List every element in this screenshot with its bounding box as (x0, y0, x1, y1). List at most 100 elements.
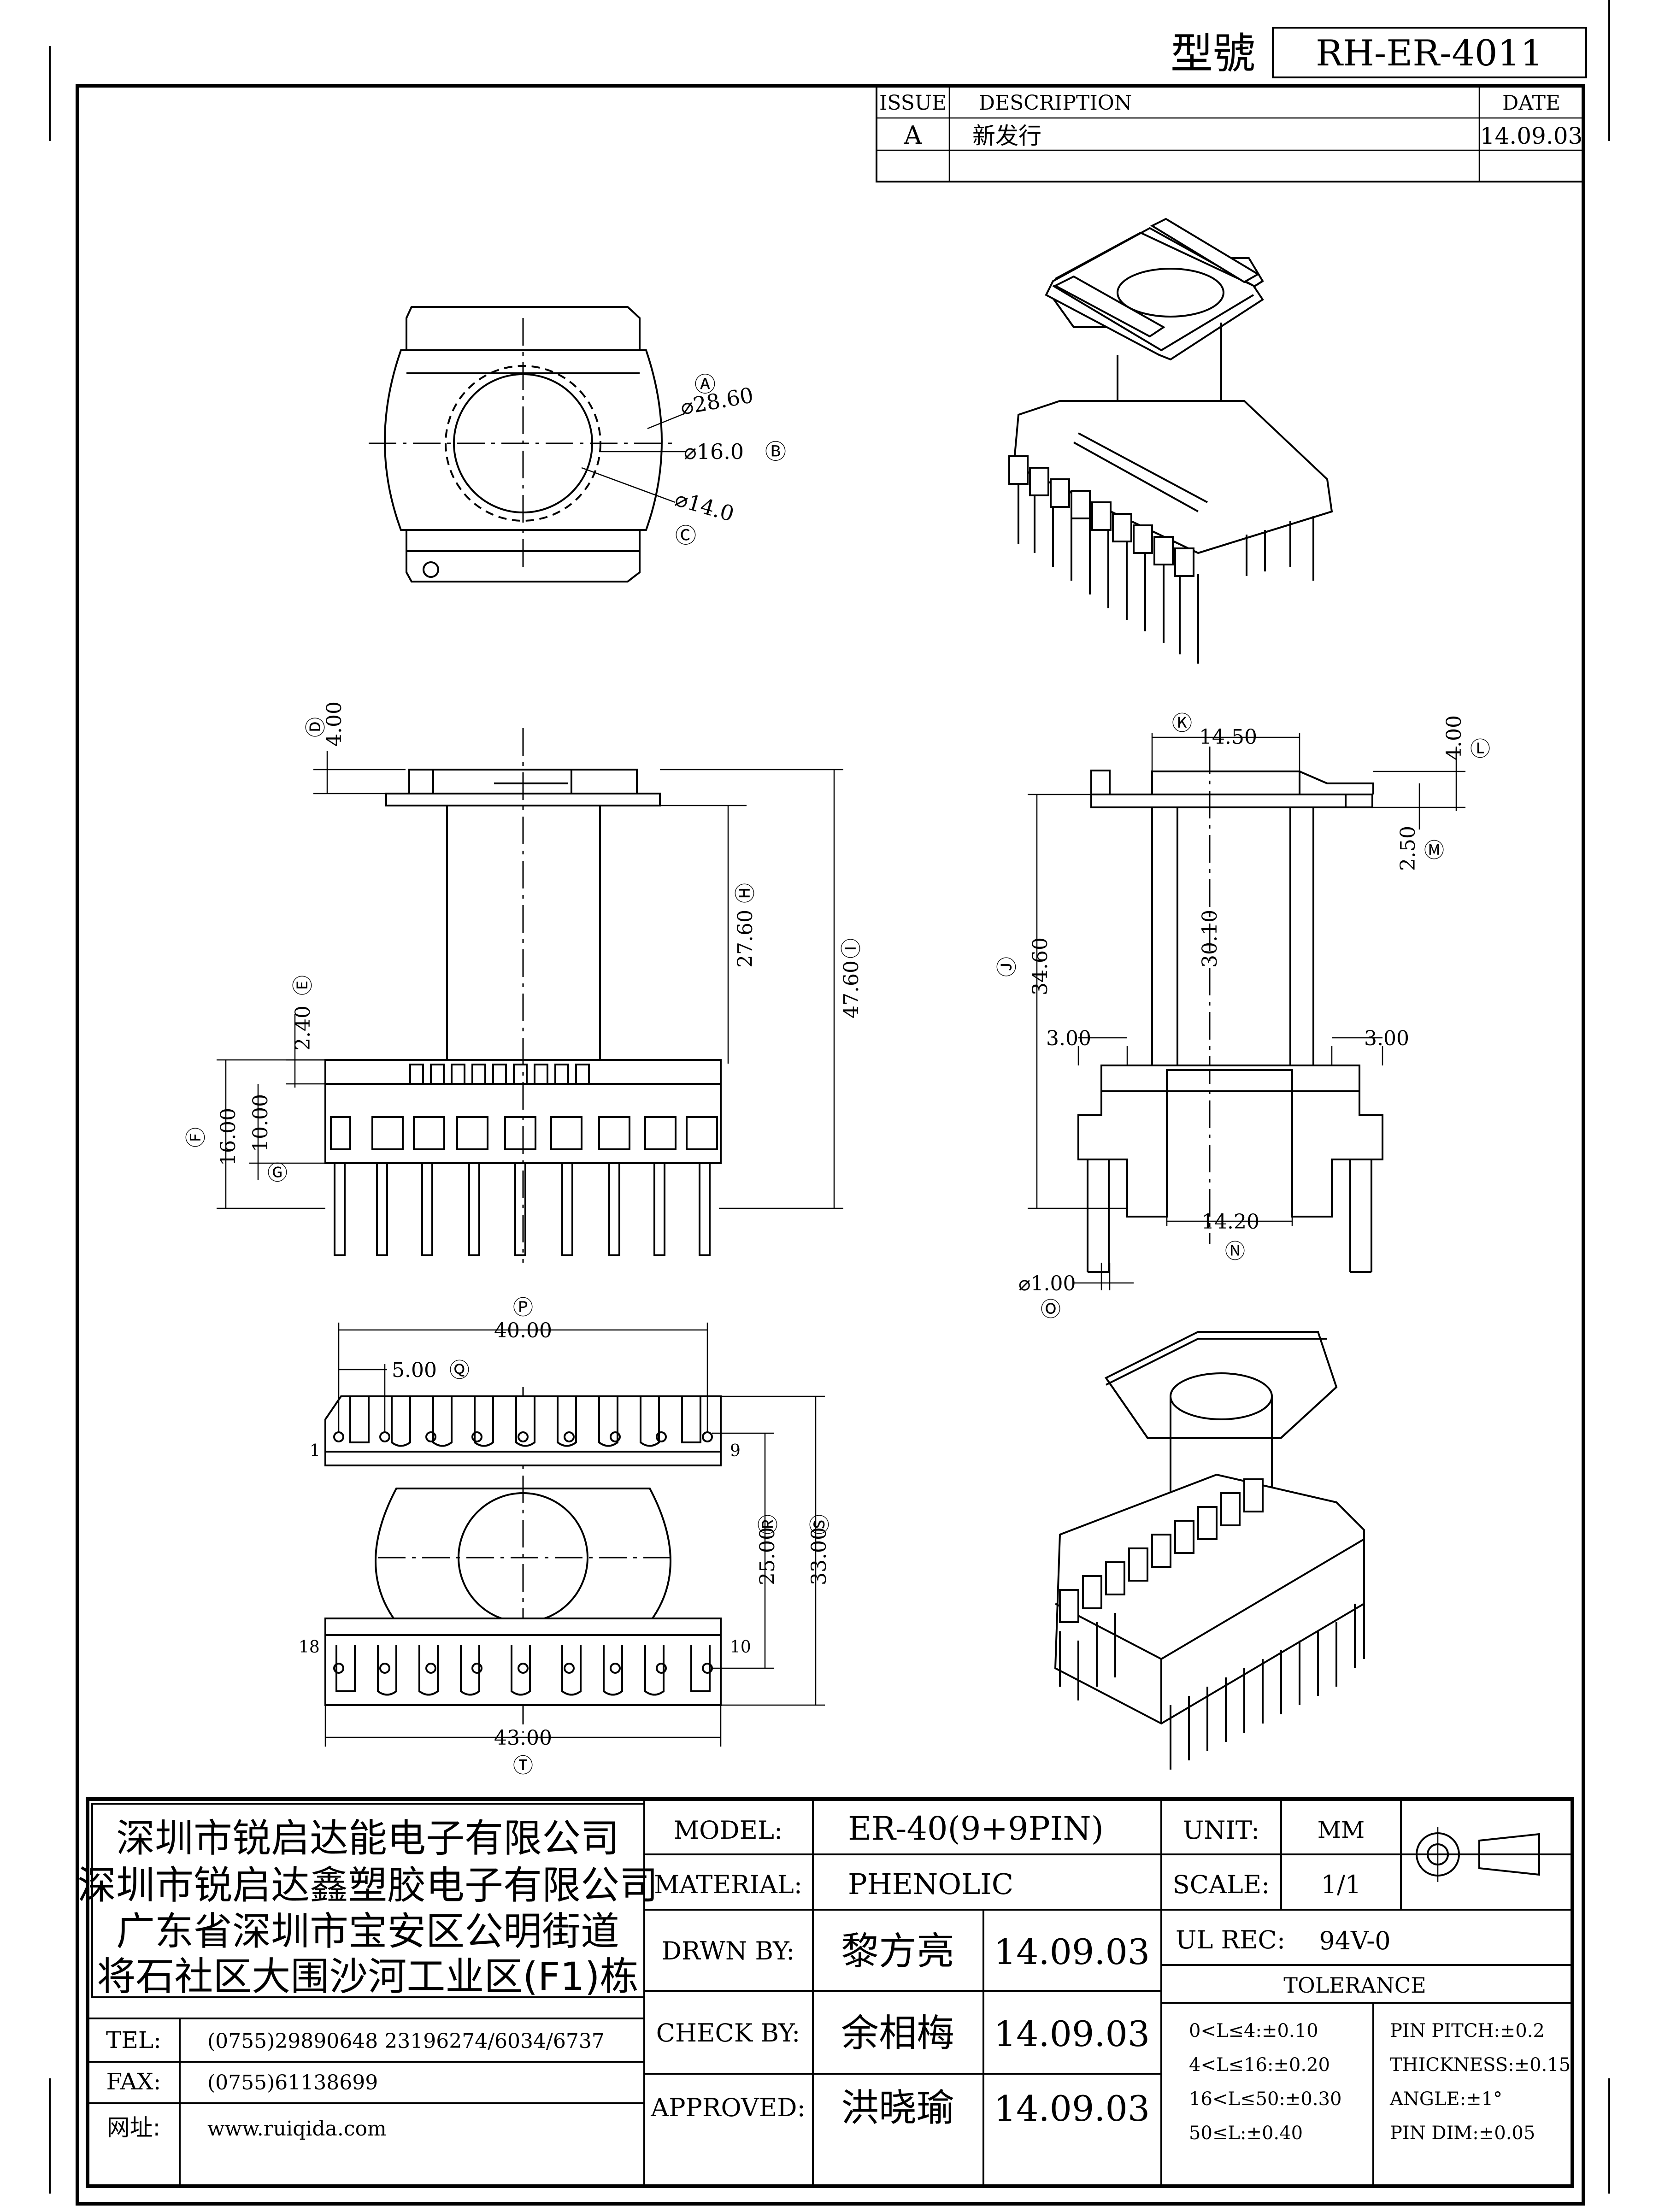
website-label: 网址: (107, 2114, 161, 2141)
spec-pin-pitch: PIN PITCH:±0.2 (1390, 2020, 1545, 2041)
projection-symbol (1410, 1827, 1553, 1882)
spec-thickness: THICKNESS:±0.15 (1390, 2054, 1571, 2076)
spec-angle: ANGLE:±1° (1389, 2088, 1502, 2110)
material-label: MATERIAL: (654, 1870, 802, 1899)
material-value: PHENOLIC (848, 1867, 1013, 1901)
dim-e-label: Ⓔ (291, 975, 315, 995)
dim-a-label: Ⓐ (694, 372, 716, 397)
rev-header-description: DESCRIPTION (979, 91, 1132, 115)
front-view: 4.00 Ⓓ 27.60 Ⓗ 47.60 Ⓘ 2.40 Ⓔ 16.00 Ⓕ 10… (184, 701, 863, 1263)
dim-f-label: Ⓕ (184, 1127, 208, 1147)
pin-10-label: 10 (730, 1638, 751, 1657)
dim-p-value: 40.00 (494, 1319, 552, 1342)
ul-value: 94V-0 (1319, 1926, 1390, 1955)
unit-value: MM (1318, 1817, 1365, 1843)
spec-pin-dim: PIN DIM:±0.05 (1390, 2123, 1535, 2144)
dim-left3-value: 3.00 (1046, 1027, 1091, 1050)
dim-a-value: ⌀28.60 (679, 382, 755, 420)
model-number-header: 型號 RH-ER-4011 (1171, 27, 1587, 78)
dim-f-value: 16.00 (217, 1108, 240, 1166)
dim-g-value: 10.00 (249, 1094, 272, 1152)
dim-d-value: 4.00 (323, 701, 346, 747)
model-label: 型號 (1171, 29, 1255, 78)
iso2-pins (1059, 1576, 1365, 1770)
company-line-3: 广东省深圳市宝安区公明街道 (116, 1909, 619, 1954)
dim-n-label: Ⓝ (1225, 1240, 1245, 1263)
revision-table: ISSUE DESCRIPTION DATE A 新发行 14.09.03 (876, 85, 1584, 182)
approved-date: 14.09.03 (994, 2088, 1150, 2129)
dim-j-value: 34.60 (1029, 937, 1052, 995)
company-line-4: 将石社区大围沙河工业区(F1)栋 (97, 1954, 638, 1999)
bottom-view: 1 9 18 10 Ⓟ 40.00 5.00 Ⓠ 25.00 Ⓡ 33.00 Ⓢ… (299, 1296, 832, 1777)
dim-b-label: Ⓑ (765, 439, 786, 464)
dim-t-label: Ⓣ (513, 1754, 533, 1777)
fax-label: FAX: (106, 2068, 161, 2095)
iso2-terminals (1059, 1478, 1264, 1623)
rev-row-date: 14.09.03 (1480, 123, 1583, 149)
scale-value: 1/1 (1321, 1870, 1361, 1899)
dim-h-label: Ⓗ (734, 883, 757, 903)
dim-j-label: Ⓙ (995, 957, 1019, 977)
dim-s-label: Ⓢ (808, 1514, 832, 1535)
dim-g-label: Ⓖ (267, 1161, 288, 1185)
dim-i-value: 47.60 (840, 960, 863, 1018)
dim-r-label: Ⓡ (757, 1514, 780, 1535)
dim-r-value: 25.00 (756, 1527, 779, 1585)
company-line-1: 深圳市锐启达能电子有限公司 (116, 1816, 619, 1861)
isometric-view-top (1008, 218, 1333, 664)
dim-k-value: 14.50 (1199, 725, 1257, 749)
dim-l-label: Ⓛ (1470, 737, 1490, 761)
dim-h-value: 27.60 (734, 910, 757, 968)
tolerance-1: 0<L≤4:±0.10 (1189, 2020, 1318, 2041)
tolerance-2: 4<L≤16:±0.20 (1189, 2054, 1330, 2076)
front-terminals (330, 1116, 718, 1150)
company-line-2: 深圳市锐启达鑫塑胶电子有限公司 (77, 1863, 658, 1908)
dim-e-value: 2.40 (291, 1006, 315, 1051)
dim-q-label: Ⓠ (449, 1359, 470, 1382)
isometric-view-bottom (1054, 1331, 1365, 1770)
front-pins (334, 1162, 711, 1256)
tel-label: TEL: (106, 2027, 161, 2053)
scale-label: SCALE: (1173, 1870, 1270, 1899)
dim-m-value: 2.50 (1396, 826, 1420, 871)
dim-k-label: Ⓚ (1172, 712, 1192, 735)
model-field-value: ER-40(9+9PIN) (848, 1810, 1104, 1847)
fax-value: (0755)61138699 (207, 2071, 378, 2094)
dim-o-value: ⌀1.00 (1018, 1272, 1076, 1295)
dim-t-value: 43.00 (494, 1726, 552, 1750)
drawn-by-label: DRWN BY: (662, 1936, 795, 1965)
side-view: Ⓚ 14.50 4.00 Ⓛ 2.50 Ⓜ 34.60 Ⓙ 30.10 3.00… (995, 712, 1490, 1321)
dim-right3-value: 3.00 (1364, 1027, 1409, 1050)
model-field-label: MODEL: (674, 1816, 782, 1845)
tolerance-3: 16<L≤50:±0.30 (1189, 2088, 1341, 2110)
dim-c-value: ⌀14.0 (672, 486, 737, 527)
tolerance-heading: TOLERANCE (1283, 1973, 1426, 1998)
tolerance-4: 50≤L:±0.40 (1189, 2123, 1303, 2144)
dim-c-label: Ⓒ (675, 523, 696, 548)
dim-s-value: 33.00 (807, 1527, 831, 1585)
website-value: www.ruiqida.com (207, 2117, 387, 2141)
tel-value: (0755)29890648 23196274/6034/6737 (207, 2030, 605, 2053)
bottom-slots-row2 (333, 1645, 713, 1696)
top-view: Ⓐ ⌀28.60 ⌀16.0 Ⓑ ⌀14.0 Ⓒ (369, 306, 786, 582)
dim-b-value: ⌀16.0 (684, 439, 744, 464)
dim-m-label: Ⓜ (1424, 839, 1444, 862)
check-by-date: 14.09.03 (994, 2013, 1150, 2054)
dim-p-label: Ⓟ (513, 1296, 533, 1319)
drawn-by-date: 14.09.03 (994, 1931, 1150, 1972)
iso1-pins (1018, 479, 1314, 664)
dim-d-label: Ⓓ (304, 717, 328, 737)
dim-center-value: 30.10 (1198, 910, 1222, 968)
rev-row-description: 新发行 (972, 123, 1041, 149)
pin-1-label: 1 (310, 1441, 320, 1460)
rev-header-issue: ISSUE (879, 91, 947, 115)
iso1-terminals (1008, 432, 1208, 577)
model-number: RH-ER-4011 (1316, 33, 1543, 74)
ul-label: UL REC: (1176, 1925, 1285, 1954)
unit-label: UNIT: (1183, 1816, 1259, 1845)
rev-header-date: DATE (1502, 91, 1560, 115)
title-block: 深圳市锐启达能电子有限公司 深圳市锐启达鑫塑胶电子有限公司 广东省深圳市宝安区公… (77, 1797, 1574, 2188)
pin-18-label: 18 (299, 1638, 320, 1657)
check-by-name: 余相梅 (841, 2012, 954, 2055)
